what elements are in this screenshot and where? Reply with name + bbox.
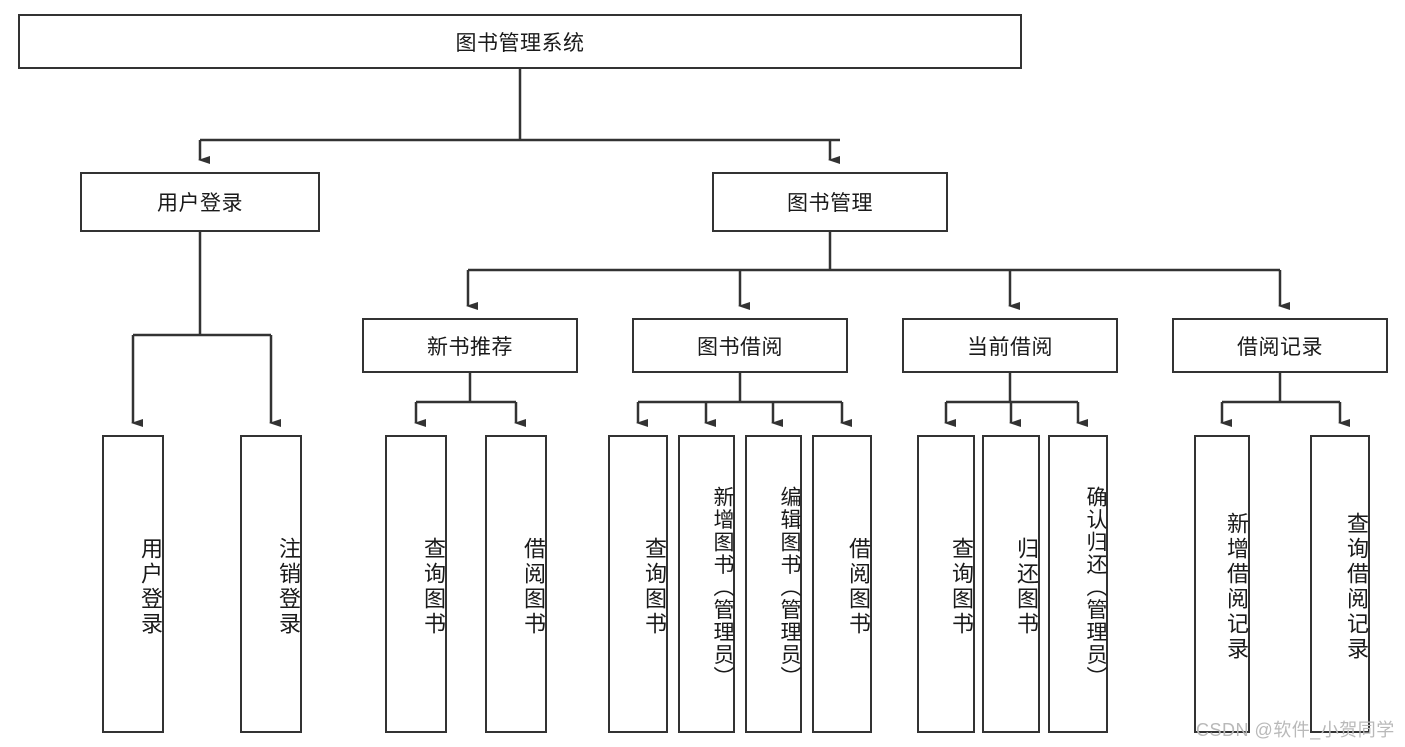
node-current-borrow[interactable]: 当前借阅 — [902, 318, 1118, 373]
node-user-login[interactable]: 用户登录 — [80, 172, 320, 232]
node-leaf-borrow-book-2[interactable]: 借阅图书 — [812, 435, 872, 733]
node-leaf-query-book-3[interactable]: 查询图书 — [917, 435, 975, 733]
node-leaf-query-book-2[interactable]: 查询图书 — [608, 435, 668, 733]
node-book-manage[interactable]: 图书管理 — [712, 172, 948, 232]
node-leaf-add-record[interactable]: 新增借阅记录 — [1194, 435, 1250, 733]
node-borrow-record[interactable]: 借阅记录 — [1172, 318, 1388, 373]
node-leaf-borrow-book-1[interactable]: 借阅图书 — [485, 435, 547, 733]
node-leaf-query-record[interactable]: 查询借阅记录 — [1310, 435, 1370, 733]
node-leaf-add-book[interactable]: 新增图书（管理员） — [678, 435, 735, 733]
node-leaf-query-book-1[interactable]: 查询图书 — [385, 435, 447, 733]
csdn-watermark: CSDN @软件_小贺同学 — [1196, 720, 1395, 740]
node-leaf-edit-book[interactable]: 编辑图书（管理员） — [745, 435, 802, 733]
node-book-borrow[interactable]: 图书借阅 — [632, 318, 848, 373]
node-leaf-user-login[interactable]: 用户登录 — [102, 435, 164, 733]
node-leaf-confirm-return[interactable]: 确认归还（管理员） — [1048, 435, 1108, 733]
node-leaf-return-book[interactable]: 归还图书 — [982, 435, 1040, 733]
node-leaf-logout[interactable]: 注销登录 — [240, 435, 302, 733]
node-new-book-recommend[interactable]: 新书推荐 — [362, 318, 578, 373]
node-root-system[interactable]: 图书管理系统 — [18, 14, 1022, 69]
